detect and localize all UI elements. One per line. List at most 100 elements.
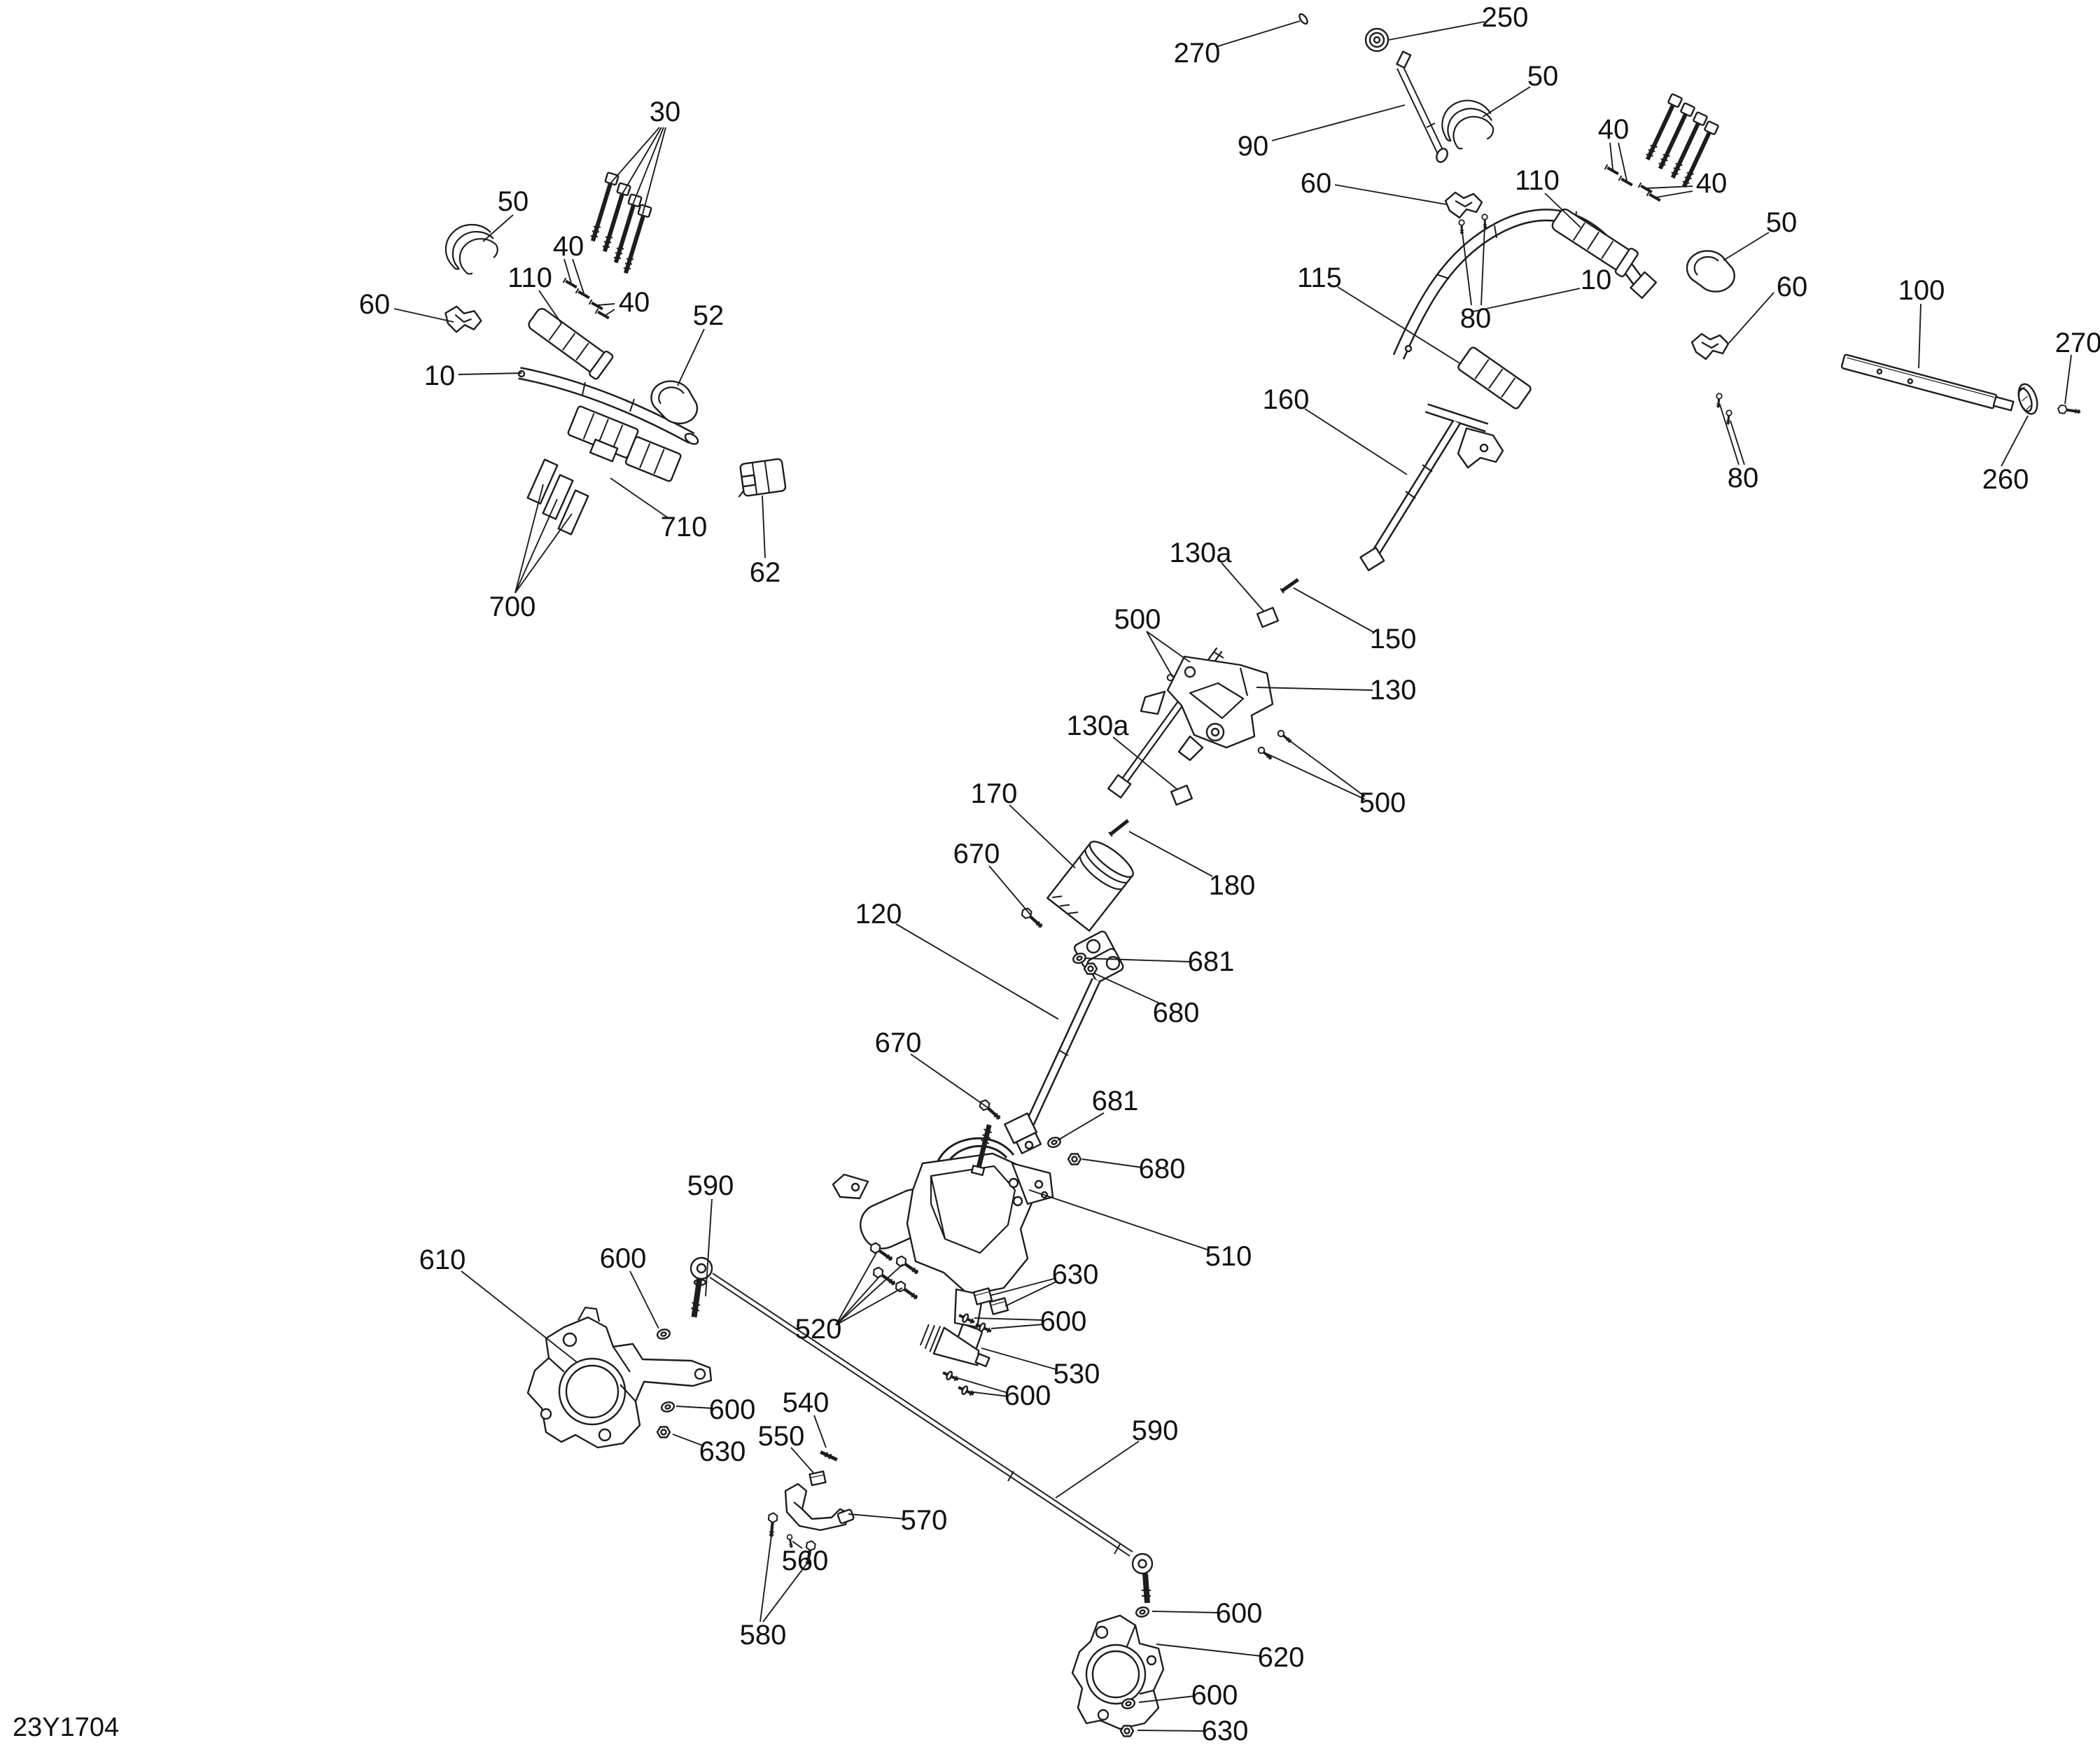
leader-line bbox=[1146, 631, 1191, 663]
leader-line bbox=[1388, 21, 1485, 41]
nut-630-left bbox=[656, 1426, 671, 1438]
leader-line bbox=[1334, 184, 1447, 205]
callout-label: 40 bbox=[1696, 168, 1728, 199]
callout-681: 681 bbox=[1057, 1086, 1138, 1141]
leader-line bbox=[1082, 1158, 1143, 1168]
callout-10: 10 bbox=[1473, 265, 1611, 312]
callout-600: 600 bbox=[676, 1394, 755, 1425]
leader-line bbox=[1304, 408, 1408, 475]
leader-line bbox=[1482, 86, 1531, 118]
leader-line bbox=[1646, 185, 1693, 189]
callout-250: 250 bbox=[1388, 2, 1528, 41]
callout-label: 50 bbox=[498, 186, 529, 217]
handlebar-right-half bbox=[1392, 209, 1658, 360]
leader-line bbox=[1265, 752, 1366, 800]
callout-label: 700 bbox=[489, 591, 536, 622]
screw-270-right bbox=[2057, 405, 2080, 416]
callout-680: 680 bbox=[1082, 1154, 1185, 1184]
callout-label: 610 bbox=[419, 1245, 466, 1275]
shaft-nut-680-upper bbox=[1083, 962, 1098, 975]
leader-line bbox=[967, 1391, 1009, 1397]
callout-100: 100 bbox=[1898, 275, 1945, 369]
callout-700: 700 bbox=[489, 484, 573, 622]
callout-500: 500 bbox=[1114, 604, 1191, 678]
leader-line bbox=[1337, 286, 1462, 365]
riser-bar-100 bbox=[1840, 353, 2015, 412]
callout-label: 40 bbox=[619, 287, 650, 318]
callout-label: 60 bbox=[1777, 272, 1808, 302]
callout-180: 180 bbox=[1128, 831, 1255, 901]
leader-line bbox=[1271, 104, 1406, 141]
callout-label: 510 bbox=[1205, 1241, 1252, 1272]
callout-label: 80 bbox=[1728, 463, 1759, 493]
leader-line bbox=[989, 1277, 1057, 1296]
callout-label: 120 bbox=[855, 899, 902, 930]
fitting-pin-540 bbox=[820, 1450, 838, 1462]
leader-line bbox=[1918, 303, 1921, 369]
leader-line bbox=[813, 1415, 827, 1448]
leader-line bbox=[482, 214, 514, 242]
lock-nuts-630-middle bbox=[972, 1287, 1009, 1315]
callout-30: 30 bbox=[610, 97, 680, 215]
support-bracket-570 bbox=[784, 1483, 855, 1532]
callout-label: 50 bbox=[1766, 207, 1798, 238]
callout-label: 150 bbox=[1370, 624, 1417, 654]
callout-540: 540 bbox=[783, 1387, 829, 1448]
upper-steering-column-160 bbox=[1359, 403, 1504, 572]
callout-170: 170 bbox=[971, 778, 1076, 869]
leader-line bbox=[604, 309, 615, 316]
lever-shaft-90 bbox=[1396, 50, 1448, 163]
wiring-clamp-62 bbox=[738, 458, 787, 498]
leader-line bbox=[514, 513, 573, 594]
leader-line bbox=[1152, 1611, 1220, 1613]
handlebar-clamp-bolts-left bbox=[587, 172, 652, 274]
bushing-550 bbox=[808, 1470, 827, 1487]
callout-50: 50 bbox=[482, 186, 529, 242]
leader-line bbox=[790, 1447, 814, 1473]
washer-600-left-lower bbox=[659, 1400, 676, 1414]
callout-40: 40 bbox=[553, 231, 584, 294]
callout-label: 110 bbox=[507, 262, 552, 293]
retaining-pins-right bbox=[1603, 163, 1663, 204]
steering-support-bracket-130 bbox=[1107, 647, 1274, 799]
steering-gear-assembly-510 bbox=[832, 1124, 1054, 1361]
callout-label: 270 bbox=[1174, 38, 1221, 69]
leader-line bbox=[705, 1198, 713, 1297]
leader-line bbox=[564, 258, 572, 283]
callout-label: 40 bbox=[1598, 114, 1630, 145]
callout-630: 630 bbox=[1137, 1716, 1248, 1745]
callout-150: 150 bbox=[1293, 587, 1417, 654]
callout-label: 600 bbox=[1216, 1598, 1263, 1629]
callout-50: 50 bbox=[1723, 207, 1798, 261]
callout-510: 510 bbox=[1028, 1189, 1252, 1272]
callout-label: 680 bbox=[1153, 997, 1200, 1028]
callout-label: 550 bbox=[758, 1421, 805, 1452]
leader-line bbox=[1009, 804, 1076, 869]
callout-530: 530 bbox=[981, 1347, 1100, 1389]
leader-line bbox=[1156, 1644, 1262, 1657]
roll-pin-150 bbox=[1280, 577, 1299, 594]
callout-label: 130 bbox=[1370, 675, 1417, 706]
clamp-screws-80-right bbox=[1714, 392, 1733, 426]
callout-80: 80 bbox=[1460, 225, 1491, 334]
nut-630-right bbox=[1119, 1725, 1135, 1737]
callout-80: 80 bbox=[1719, 404, 1759, 493]
callout-label: 52 bbox=[693, 300, 724, 331]
leader-line bbox=[1138, 1695, 1196, 1703]
end-cap-250 bbox=[1364, 27, 1390, 52]
grip-pad-right bbox=[1551, 208, 1639, 278]
callout-label: 62 bbox=[750, 557, 781, 588]
leader-line bbox=[642, 127, 666, 215]
callout-label: 560 bbox=[782, 1546, 829, 1576]
callout-label: 670 bbox=[953, 839, 1000, 869]
callout-label: 40 bbox=[553, 231, 584, 262]
leader-line bbox=[1480, 225, 1485, 306]
callout-590: 590 bbox=[687, 1170, 734, 1297]
callout-60: 60 bbox=[1301, 168, 1447, 205]
callout-label: 620 bbox=[1258, 1642, 1305, 1673]
callout-10: 10 bbox=[424, 360, 522, 391]
clamp-shell-50 bbox=[1686, 250, 1735, 293]
spacer-130a-upper bbox=[1256, 607, 1280, 628]
callout-label: 520 bbox=[795, 1314, 842, 1345]
